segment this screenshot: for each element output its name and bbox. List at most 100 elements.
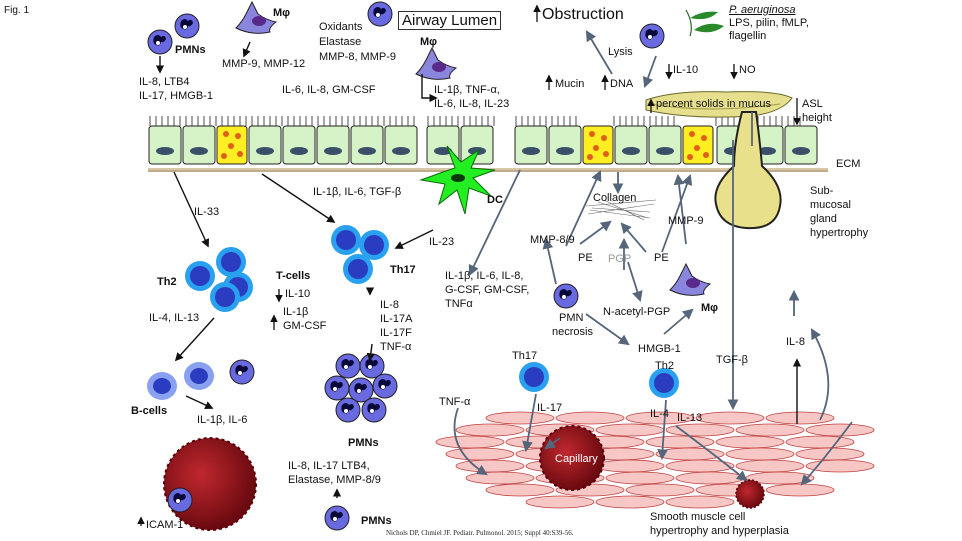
bcells-label: B-cells xyxy=(131,405,168,417)
macrophage-mid-mediators-1: IL-1β, TNF-α, xyxy=(434,84,500,96)
pmn-bottom-mediators-1: IL-8, IL-17 LTB4, xyxy=(288,460,370,472)
pmns-mid-cluster xyxy=(324,353,398,423)
p-aeruginosa-label: P. aeruginosa xyxy=(729,4,796,16)
pmns-bottom-label: PMNs xyxy=(361,515,392,527)
il4-label: IL-4 xyxy=(650,408,669,420)
pmns-mid-label: PMNs xyxy=(348,437,379,449)
smooth-muscle-label-2: hypertrophy and hyperplasia xyxy=(650,525,789,537)
percent-solids-label: percent solids in mucus xyxy=(656,98,771,110)
pgp-label: PGP xyxy=(608,253,632,265)
icam-label: ICAM-1 xyxy=(146,519,184,531)
neutrophil-icon-necrosis xyxy=(553,283,579,309)
pmn-necrosis-label-2: necrosis xyxy=(552,326,593,338)
dc-mediators: IL-1β, IL-6, TGF-β xyxy=(313,186,402,198)
pmn-top-mediators-2: IL-17, HMGB-1 xyxy=(139,90,213,102)
dc-label: DC xyxy=(487,194,503,206)
capillary-label: Capillary xyxy=(555,453,598,465)
macrophage-mid-mediators-2: IL-6, IL-8, IL-23 xyxy=(434,98,510,110)
macrophage-label-right: Mφ xyxy=(701,302,719,314)
pmn-top-mediators-1: IL-8, LTB4 xyxy=(139,76,190,88)
macrophage-label-top: Mφ xyxy=(273,7,291,19)
tnfa-low-label: TNF-α xyxy=(439,396,471,408)
tgfb-label: TGF-β xyxy=(716,354,748,366)
acetyl-pgp-label: N-acetyl-PGP xyxy=(603,306,671,318)
oxidants-label-3: MMP-8, MMP-9 xyxy=(319,51,396,63)
obstruction-label: Obstruction xyxy=(542,6,624,23)
mid-mediators-2: G-CSF, GM-CSF, xyxy=(445,284,530,296)
airway-lumen-label: Airway Lumen xyxy=(398,11,502,30)
hmgb1-label: HMGB-1 xyxy=(638,343,681,355)
th17-low-label: Th17 xyxy=(512,350,538,362)
dna-label: DNA xyxy=(610,78,634,90)
pathogen-factor-1: LPS, pilin, fMLP, xyxy=(729,17,809,29)
ecm-label: ECM xyxy=(836,158,861,170)
tcell-up-mediator-1: IL-1β xyxy=(283,306,309,318)
submucosal-label-2: mucosal xyxy=(810,199,851,211)
asl-label-2: height xyxy=(802,112,832,124)
th17-cell-cluster xyxy=(331,225,389,284)
mid-mediators-1: IL-1β, IL-6, IL-8, xyxy=(445,270,524,282)
collagen-fibers xyxy=(585,199,657,221)
submucosal-label-1: Sub- xyxy=(810,185,834,197)
grey-arrows xyxy=(453,30,853,486)
smooth-muscle-label-1: Smooth muscle cell xyxy=(650,511,746,523)
th17-mediator-4: TNF-α xyxy=(380,341,412,353)
neutrophil-icon-lysis xyxy=(639,23,665,49)
bcell-mediators: IL-1β, IL-6 xyxy=(197,414,248,426)
tcell-up-mediator-2: GM-CSF xyxy=(283,320,327,332)
b-cell-cluster xyxy=(147,359,255,400)
th2-low-label: Th2 xyxy=(655,360,674,372)
epithelial-mediators: IL-6, IL-8, GM-CSF xyxy=(282,84,376,96)
neutrophil-icon-bottom xyxy=(324,505,350,531)
tcell-down-mediator: IL-10 xyxy=(285,288,311,300)
th2-label: Th2 xyxy=(157,276,177,288)
mmp89-label: MMP-8/9 xyxy=(530,234,575,246)
th17-mediator-2: IL-17A xyxy=(380,313,413,325)
epithelium xyxy=(148,116,828,172)
pathogen-factor-2: flagellin xyxy=(729,30,767,42)
submucosal-gland xyxy=(714,111,782,230)
arrows xyxy=(155,41,802,498)
pe-label-right: PE xyxy=(654,252,669,264)
oxidants-label-1: Oxidants xyxy=(319,21,363,33)
mmp9-label: MMP-9 xyxy=(668,215,704,227)
pmn-necrosis-label-1: PMN xyxy=(559,312,584,324)
submucosal-label-4: hypertrophy xyxy=(810,227,869,239)
il13-label: IL-13 xyxy=(677,412,703,424)
bacteria-leaf-icon xyxy=(685,9,724,37)
th17-mediator-3: IL-17F xyxy=(380,327,412,339)
macrophage-icon-top xyxy=(235,1,277,34)
macrophage-top-mediators: MMP-9, MMP-12 xyxy=(222,58,306,70)
pe-label-left: PE xyxy=(578,252,593,264)
pmn-bottom-mediators-2: Elastase, MMP-8/9 xyxy=(288,474,381,486)
th17-label: Th17 xyxy=(390,264,416,276)
il10-top-label: IL-10 xyxy=(673,64,699,76)
macrophage-icon-right xyxy=(669,263,711,296)
il23-label: IL-23 xyxy=(429,236,455,248)
th2-mediators: IL-4, IL-13 xyxy=(149,312,200,324)
il33-label: IL-33 xyxy=(194,206,220,218)
citation: Nichols DP, Chmiel JF. Pediatr. Pulmonol… xyxy=(386,529,574,537)
il8-right-label: IL-8 xyxy=(786,336,805,348)
t-cell-icon-th17-low xyxy=(519,362,549,392)
asl-label-1: ASL xyxy=(802,98,823,110)
indicator-arrows xyxy=(137,4,801,526)
collagen-label: Collagen xyxy=(593,192,637,204)
mid-mediators-3: TNFα xyxy=(445,298,473,310)
neutrophil-icon-top xyxy=(367,1,393,27)
il17-low-label: IL-17 xyxy=(537,402,563,414)
tcells-label: T-cells xyxy=(276,270,311,282)
mucin-label: Mucin xyxy=(555,78,585,90)
smooth-muscle-layer xyxy=(435,411,875,509)
macrophage-label-mid: Mφ xyxy=(420,36,438,48)
no-label: NO xyxy=(739,64,756,76)
figure-label: Fig. 1 xyxy=(4,5,30,16)
submucosal-label-3: gland xyxy=(810,213,837,225)
pmns-top-label: PMNs xyxy=(175,44,206,56)
mucus-plug xyxy=(645,91,793,118)
th2-cell-cluster xyxy=(185,247,253,312)
th17-mediator-1: IL-8 xyxy=(380,299,399,311)
vessel-icam xyxy=(163,437,257,531)
oxidants-label-2: Elastase xyxy=(319,36,362,48)
